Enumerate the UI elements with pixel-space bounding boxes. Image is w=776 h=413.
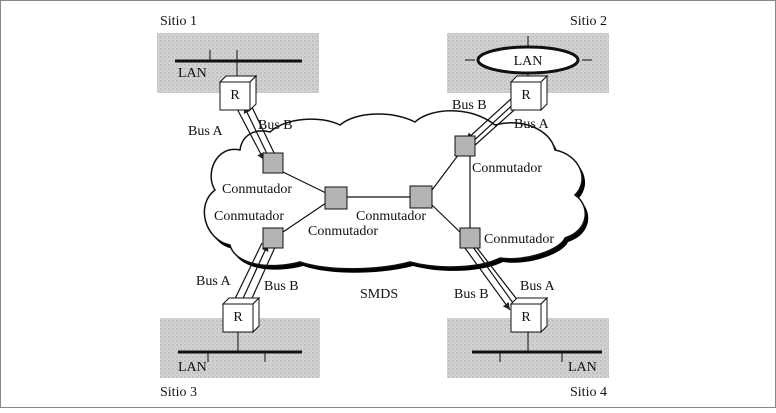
- bus-b-label-site-2: Bus B: [452, 98, 487, 113]
- switch-links: [282, 149, 471, 235]
- switch-1: [262, 152, 284, 174]
- lan-bus-site-4: [472, 330, 602, 362]
- switch-5: [454, 135, 476, 157]
- router-site-4: R: [509, 296, 549, 334]
- bus-a-label-site-4: Bus A: [520, 279, 556, 294]
- site-2-label: Sitio 2: [570, 14, 607, 29]
- switch-label-3: Conmutador: [308, 224, 378, 239]
- bus-a-label-site-1: Bus A: [188, 124, 224, 139]
- link-site-3: [231, 242, 277, 308]
- router-site-2: R: [509, 74, 549, 112]
- switch-2: [262, 227, 284, 249]
- lan-ring-site-2: [465, 36, 592, 82]
- smds-cloud: [203, 110, 589, 273]
- link-site-1: [233, 102, 277, 161]
- router-label: R: [230, 88, 240, 103]
- switch-label-2: Conmutador: [214, 209, 284, 224]
- bus-a-label-site-2: Bus A: [514, 117, 550, 132]
- bus-b-label-site-3: Bus B: [264, 279, 299, 294]
- switch-label-5: Conmutador: [472, 161, 542, 176]
- network-label: SMDS: [360, 287, 398, 302]
- lan-label-site-1: LAN: [178, 66, 207, 81]
- router-label: R: [521, 310, 531, 325]
- lan-label-site-3: LAN: [178, 360, 207, 375]
- switch-label-4: Conmutador: [356, 209, 426, 224]
- site-3-label: Sitio 3: [160, 385, 197, 400]
- lan-bus-site-3: [178, 330, 302, 362]
- switch-label-1: Conmutador: [222, 182, 292, 197]
- site-1-label: Sitio 1: [160, 14, 197, 29]
- bus-a-label-site-3: Bus A: [196, 274, 232, 289]
- bus-b-label-site-4: Bus B: [454, 287, 489, 302]
- link-site-4: [461, 239, 523, 311]
- switch-3: [324, 186, 348, 210]
- lan-label-site-2: LAN: [514, 54, 543, 69]
- site-4-label: Sitio 4: [570, 385, 607, 400]
- router-site-3: R: [221, 296, 261, 334]
- switch-6: [459, 227, 481, 249]
- lan-label-site-4: LAN: [568, 360, 597, 375]
- switch-label-6: Conmutador: [484, 232, 554, 247]
- router-label: R: [233, 310, 243, 325]
- router-label: R: [521, 88, 531, 103]
- bus-b-label-site-1: Bus B: [258, 118, 293, 133]
- router-site-1: R: [218, 74, 258, 112]
- switch-4: [409, 185, 433, 209]
